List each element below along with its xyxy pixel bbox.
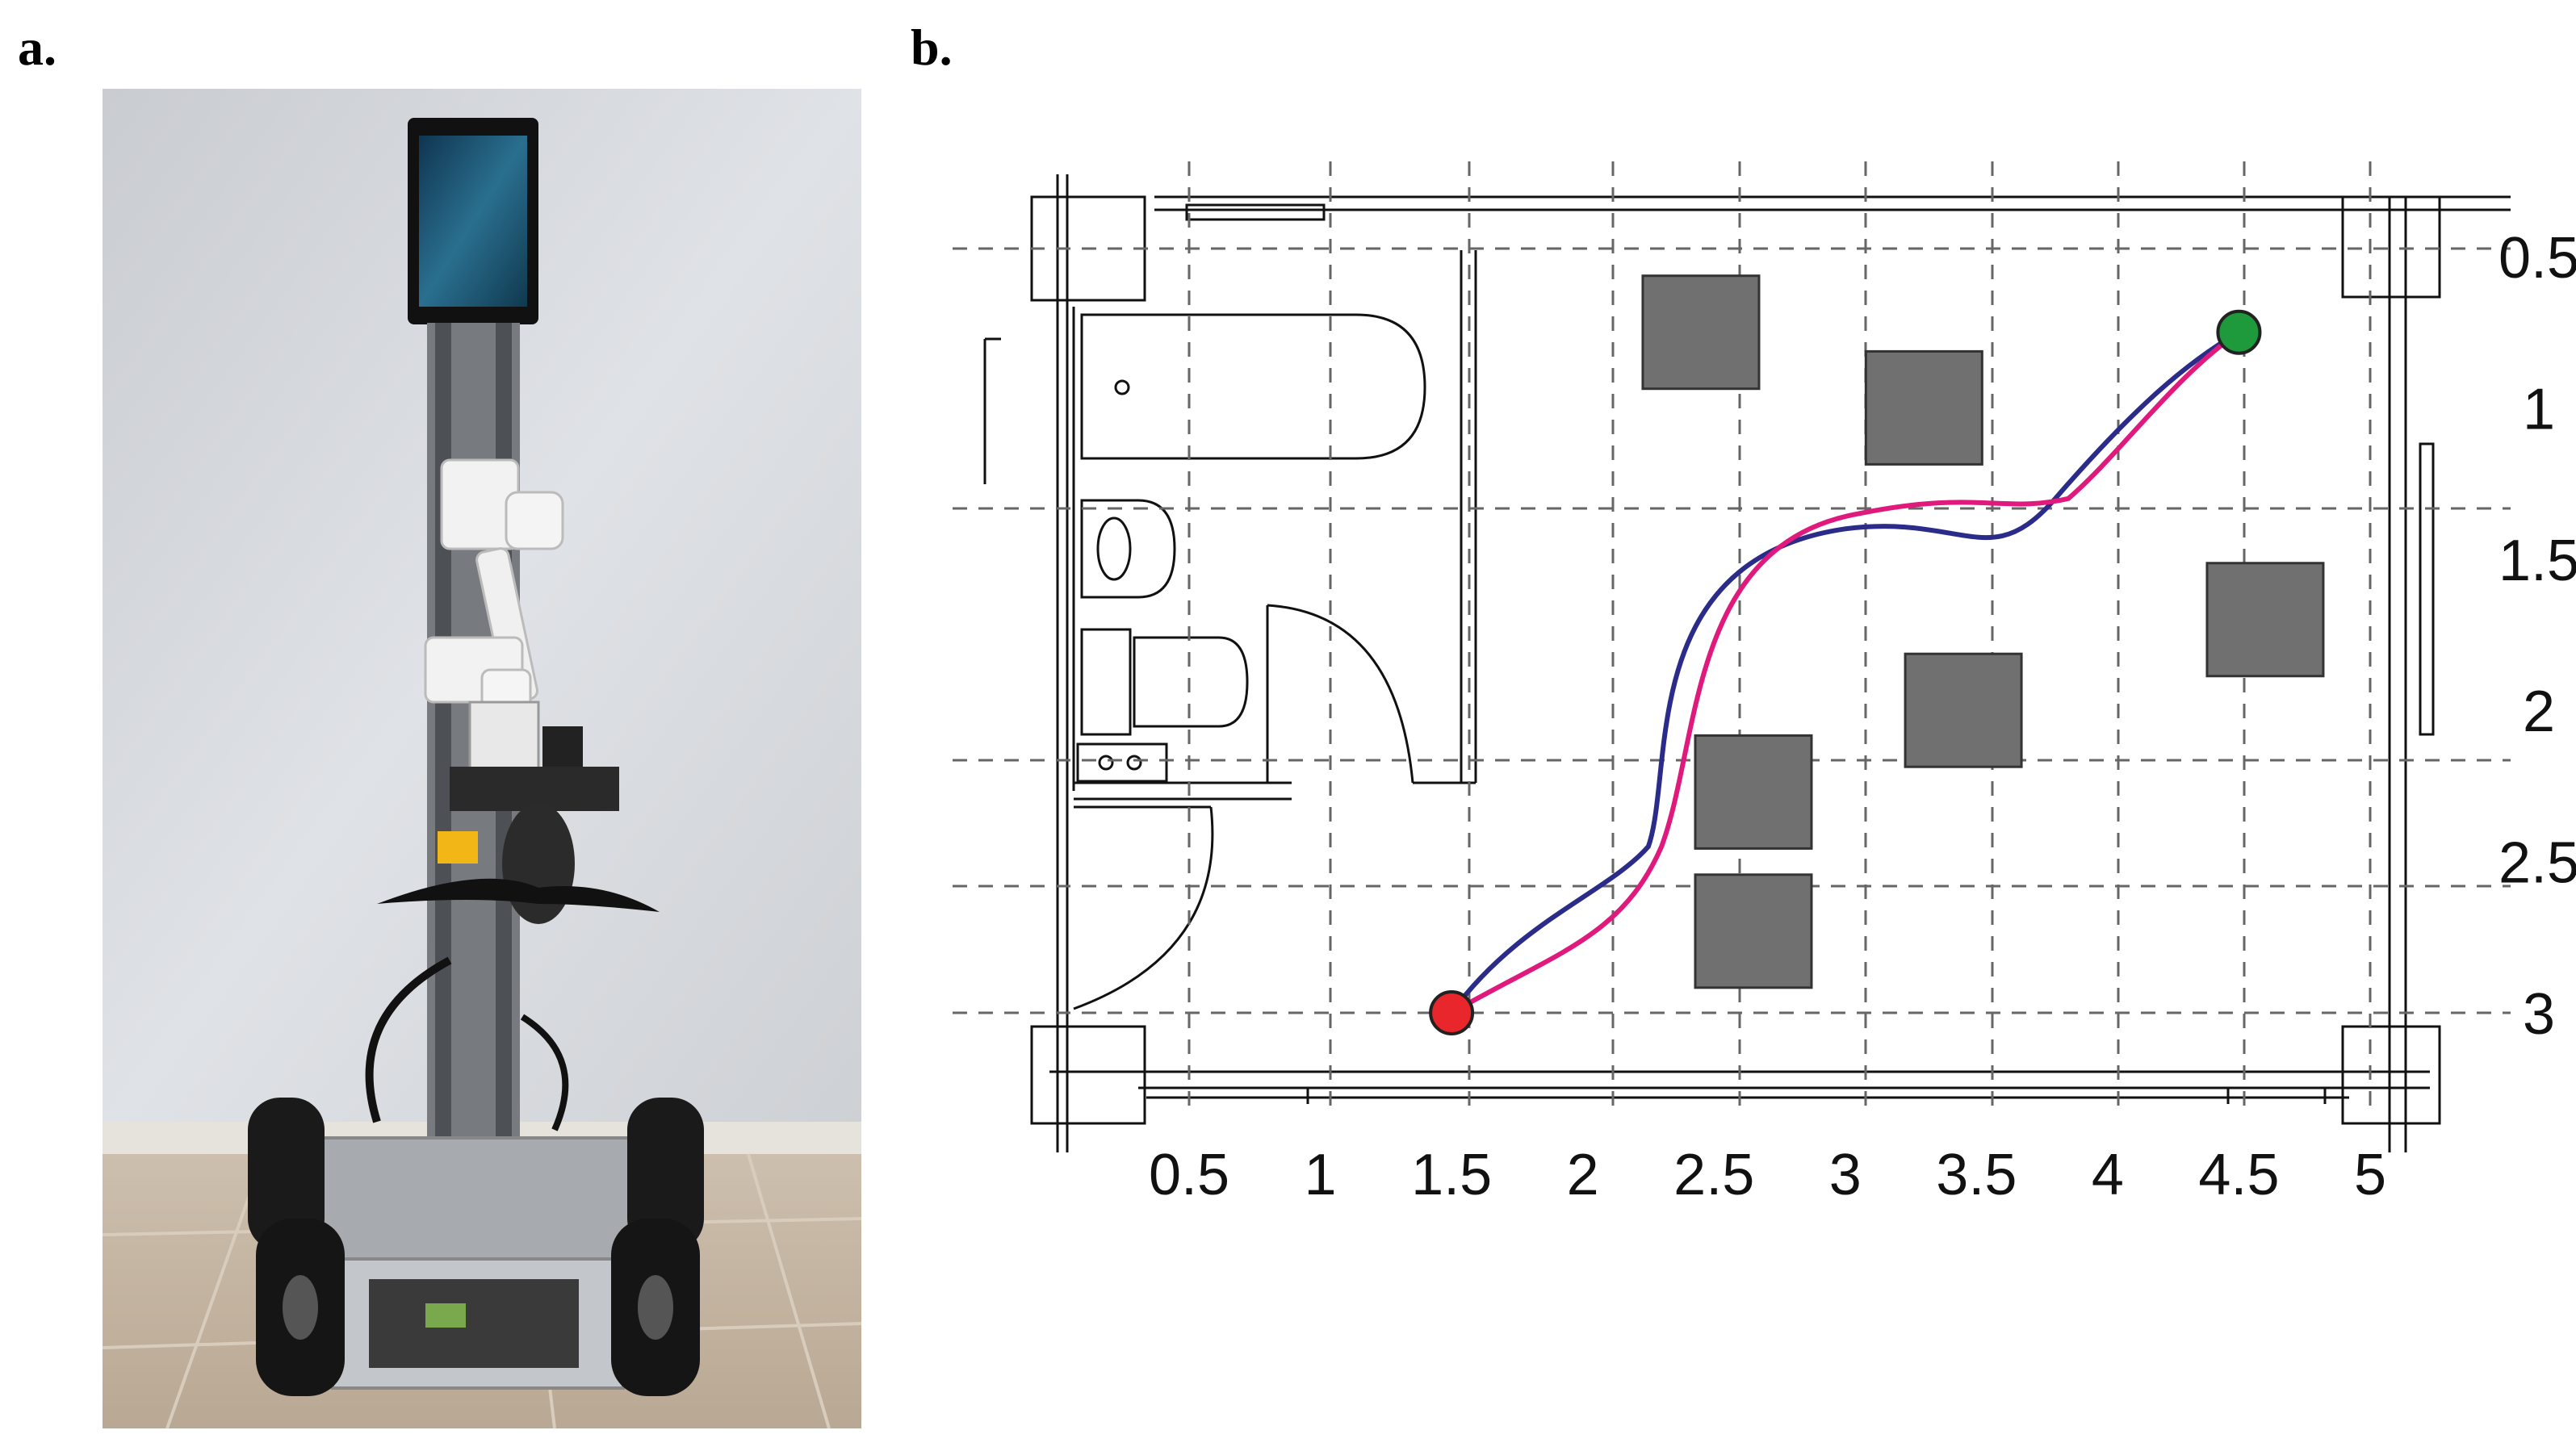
obstacle-5 <box>1694 734 1813 850</box>
y-tick-label: 1.5 <box>2499 529 2576 593</box>
x-tick-label: 0.5 <box>1149 1143 1229 1207</box>
lidar-sensor <box>502 803 575 924</box>
panel-label-b: b. <box>911 19 953 76</box>
start-marker <box>1429 990 1475 1035</box>
y-tick-label: 2 <box>2523 680 2555 744</box>
sensor-shroud <box>377 878 660 912</box>
x-tick-label: 2.5 <box>1673 1143 1754 1207</box>
robot-photo <box>103 89 861 1428</box>
y-tick-label: 1 <box>2523 377 2555 441</box>
panel-label-a: a. <box>18 19 57 76</box>
x-tick-label: 4 <box>2092 1143 2124 1207</box>
x-tick-label: 1 <box>1305 1143 1337 1207</box>
floor-plan-walls <box>983 174 2511 1152</box>
x-axis-ticks: 0.5 1 1.5 2 2.5 3 3.5 4 4.5 5 <box>1149 1143 2386 1207</box>
y-tick-label: 3 <box>2523 982 2555 1047</box>
trajectory-planned <box>1449 330 2240 1014</box>
obstacle-2 <box>1864 349 1983 466</box>
y-tick-label: 2.5 <box>2499 831 2576 896</box>
y-axis-ticks: 0.5 1 1.5 2 2.5 3 <box>2499 226 2576 1047</box>
wheel-rear-right <box>627 1098 704 1251</box>
x-tick-label: 2 <box>1567 1143 1599 1207</box>
obstacle-6 <box>1694 873 1813 989</box>
obstacle-4 <box>1904 652 2023 768</box>
x-tick-label: 1.5 <box>1411 1143 1492 1207</box>
y-tick-label: 0.5 <box>2499 226 2576 291</box>
floor-plan: 0.5 1 1.5 2 2.5 3 3.5 4 4.5 5 0.5 1 1.5 2 2.5 3 <box>953 161 2576 1207</box>
goal-marker <box>2216 309 2262 355</box>
robot-base-top <box>319 1136 637 1261</box>
x-tick-label: 4.5 <box>2198 1143 2279 1207</box>
x-tick-label: 5 <box>2354 1143 2386 1207</box>
tablet-screen <box>419 136 527 307</box>
x-tick-label: 3.5 <box>1936 1143 2017 1207</box>
obstacles <box>1641 274 2325 989</box>
obstacle-1 <box>1641 274 1761 391</box>
trajectory-executed <box>1450 330 2241 1015</box>
x-tick-label: 3 <box>1829 1143 1862 1207</box>
obstacle-3 <box>2205 562 2325 678</box>
wheel-rear-left <box>248 1098 325 1251</box>
